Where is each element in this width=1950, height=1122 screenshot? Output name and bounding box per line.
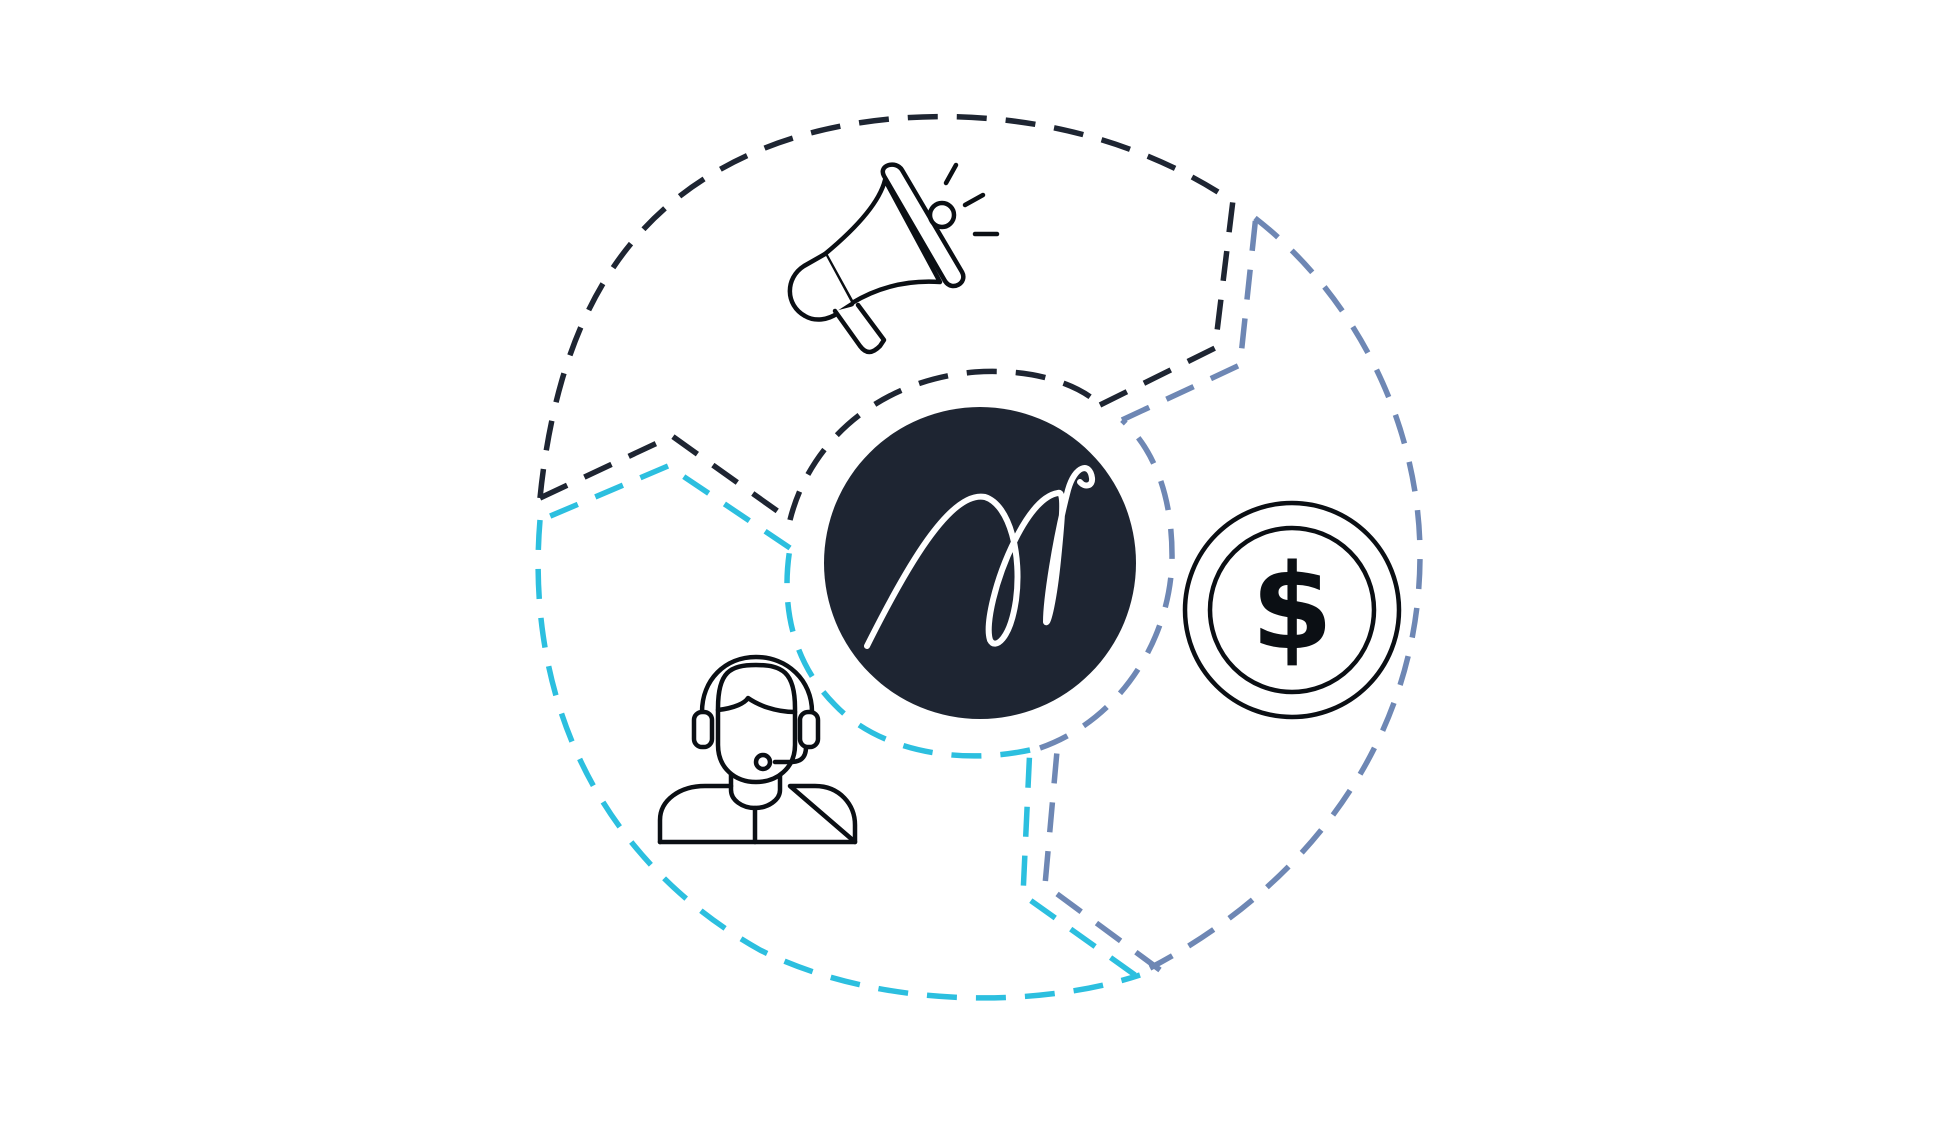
navy-outer-arc <box>537 113 1220 499</box>
slate-inner-zigzag <box>1042 739 1162 973</box>
slate-flow-path <box>1039 214 1423 973</box>
center-logo <box>824 407 1136 719</box>
navy-flow-path <box>537 113 1236 523</box>
megaphone-icon <box>787 162 1000 355</box>
slate-return-line <box>1120 214 1259 423</box>
cyan-return-line <box>539 462 792 551</box>
slate-outer-arc <box>1148 215 1423 971</box>
navy-middle-ring-arc <box>787 368 1102 521</box>
support-agent-headset-icon <box>657 654 858 845</box>
dollar-coin-icon: $ <box>1182 500 1402 720</box>
slate-middle-ring-arc <box>1039 417 1175 751</box>
signature-logo <box>864 465 1096 649</box>
center-logo-disc <box>824 407 1136 719</box>
dollar-sign-glyph: $ <box>1251 538 1333 676</box>
cyan-outer-arc <box>535 519 1141 1001</box>
cyan-flow-path <box>535 462 1141 1001</box>
navy-return-line <box>1098 199 1236 408</box>
cyan-middle-ring-arc <box>784 547 1031 759</box>
